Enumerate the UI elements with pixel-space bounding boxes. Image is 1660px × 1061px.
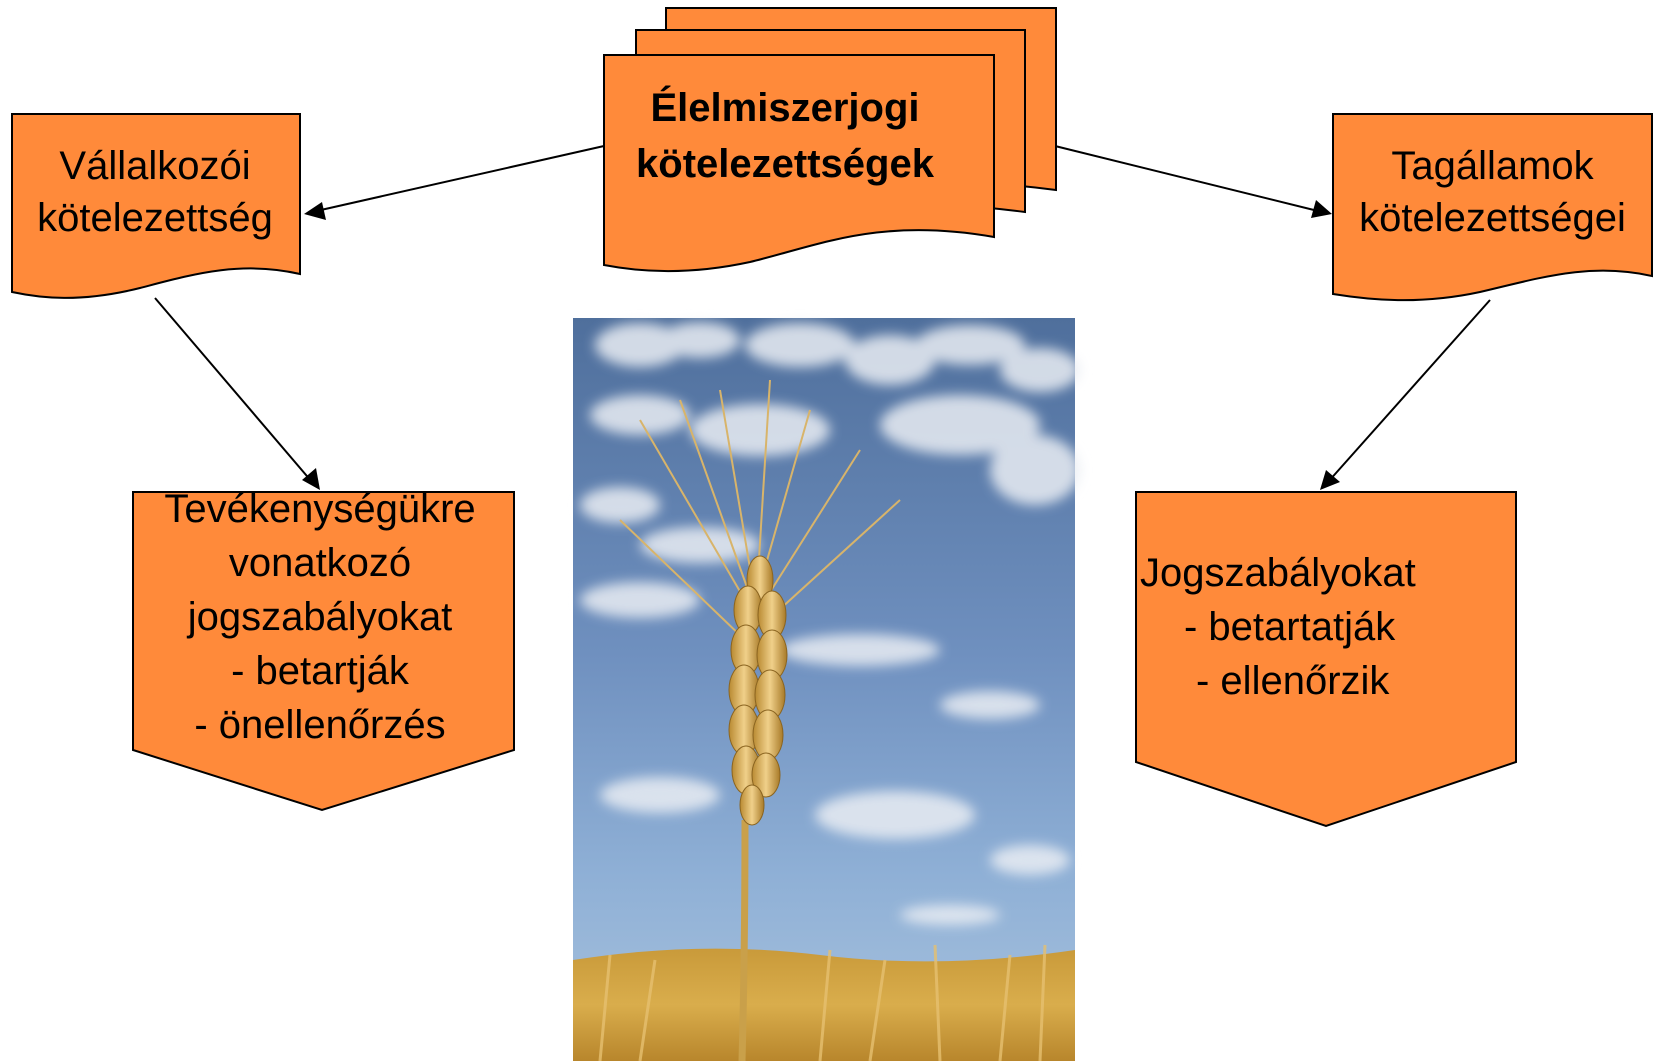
arrow-center-to-right xyxy=(1054,145,1332,218)
bottom-left-label: Tevékenységükre vonatkozó jogszabályokat… xyxy=(130,482,510,752)
bottom-left-label-line-2: vonatkozó xyxy=(228,541,412,585)
right-document-shape xyxy=(1332,113,1653,302)
wheat-photo xyxy=(573,318,1080,1061)
right-top-label: Tagállamok kötelezettségei xyxy=(1325,140,1660,244)
bottom-right-label-line-2: - betartatják xyxy=(1184,605,1396,649)
bottom-left-pentagon-shape xyxy=(132,491,515,812)
left-top-label: Vállalkozói kötelezettség xyxy=(10,140,300,244)
bottom-left-label-line-5: - önellenőrzés xyxy=(194,703,446,747)
bottom-right-label: Jogszabályokat - betartatják - ellenőrzi… xyxy=(1140,546,1520,708)
bottom-left-label-line-4: - betartják xyxy=(231,649,409,693)
left-top-label-line-1: Vállalkozói xyxy=(59,144,251,188)
bottom-left-label-line-3: jogszabályokat xyxy=(187,595,453,639)
bottom-right-pentagon-shape xyxy=(1135,491,1517,828)
arrow-left-to-bottom-left xyxy=(154,297,320,490)
center-label-line-1: Élelmiszerjogi xyxy=(650,86,920,130)
bottom-left-label-line-1: Tevékenységükre xyxy=(164,487,476,531)
center-multidocument-shape xyxy=(603,7,1057,272)
bottom-right-label-line-3: - ellenőrzik xyxy=(1196,659,1390,703)
arrow-center-to-left xyxy=(304,145,605,220)
center-label-line-2: kötelezettségek xyxy=(636,142,934,186)
bottom-right-label-line-1: Jogszabályokat xyxy=(1140,551,1416,595)
arrow-right-to-bottom-right xyxy=(1320,299,1491,490)
left-document-shape xyxy=(11,113,301,299)
right-top-label-line-2: kötelezettségei xyxy=(1359,196,1626,240)
right-top-label-line-1: Tagállamok xyxy=(1391,144,1594,188)
left-top-label-line-2: kötelezettség xyxy=(37,196,273,240)
center-label: Élelmiszerjogi kötelezettségek xyxy=(590,80,980,192)
